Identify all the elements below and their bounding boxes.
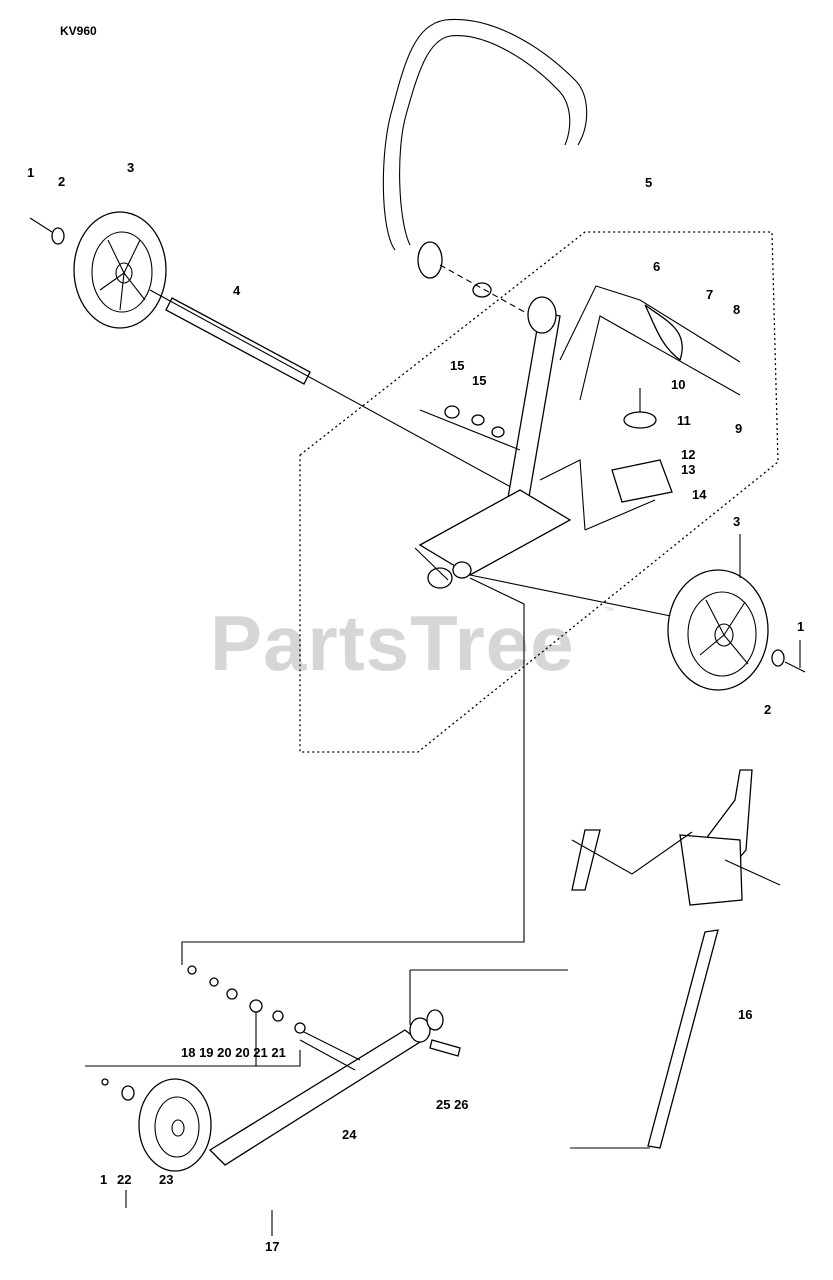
callout-23: 23 (159, 1172, 174, 1187)
tilt-arc (644, 304, 683, 362)
washer-right (771, 649, 785, 667)
callout-4: 4 (233, 283, 241, 298)
frame-upright (504, 311, 561, 521)
callout-1c: 1 (100, 1172, 108, 1187)
callout-10: 10 (671, 377, 686, 392)
callout-3b: 3 (733, 514, 741, 529)
callout-3: 3 (127, 160, 135, 175)
callout-14: 14 (692, 487, 707, 502)
callout-1: 1 (27, 165, 35, 180)
bracket-block (611, 459, 673, 503)
watermark-trademark: ™ (604, 606, 614, 617)
wheel-left (73, 211, 167, 329)
linkage-arm (647, 929, 719, 1149)
assembly-outline (299, 231, 779, 753)
handle-flange (417, 241, 443, 279)
knob (623, 411, 657, 429)
callout-2: 2 (58, 174, 66, 189)
handle-bar (382, 18, 588, 251)
callout-17: 17 (265, 1239, 280, 1254)
callout-6: 6 (653, 259, 661, 274)
callout-18-21: 18 19 20 20 21 21 (181, 1045, 286, 1060)
callout-12: 12 (681, 447, 696, 462)
callout-7: 7 (706, 287, 714, 302)
callout-24: 24 (342, 1127, 357, 1142)
wheel-right (667, 569, 769, 691)
axle (165, 297, 311, 385)
callout-5: 5 (645, 175, 653, 190)
callout-13: 13 (681, 462, 696, 477)
callout-11: 11 (677, 413, 691, 428)
watermark: PartsTree (210, 599, 575, 687)
callout-15b: 15 (472, 373, 487, 388)
callout-22: 22 (117, 1172, 132, 1187)
callout-1b: 1 (797, 619, 805, 634)
callout-15a: 15 (450, 358, 465, 373)
callout-25-26: 25 26 (436, 1097, 469, 1112)
callout-2b: 2 (764, 702, 772, 717)
frame-base (418, 489, 572, 576)
callout-16: 16 (738, 1007, 753, 1022)
washer-left (51, 227, 65, 245)
washer-lower (121, 1085, 135, 1101)
model-number: KV960 (60, 24, 97, 38)
collar (426, 1009, 444, 1031)
callout-8: 8 (733, 302, 741, 317)
linkage-lever (571, 829, 601, 891)
callout-9: 9 (735, 421, 743, 436)
